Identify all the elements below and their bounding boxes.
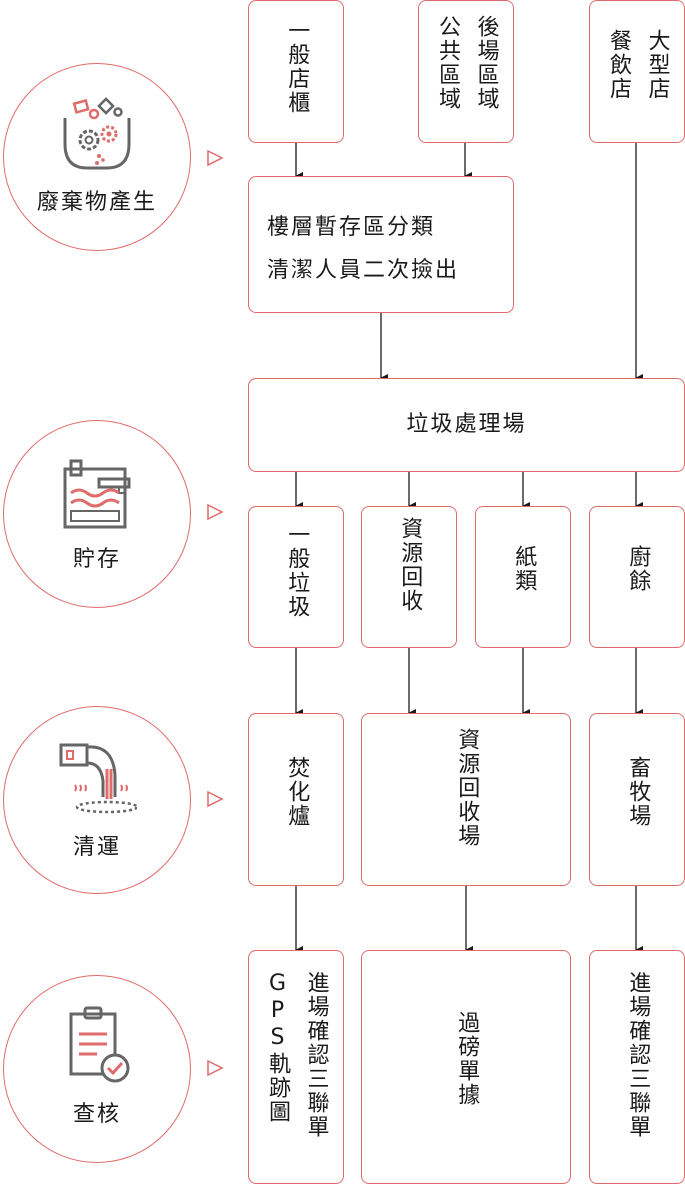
box-text: 公共區域 [435,15,460,111]
stage-verification: 查核 [3,975,191,1163]
box-text: 紙類 [511,545,537,593]
source-general-shops: 一般店櫃 [248,0,344,143]
box-text: 資源回收 [397,517,423,613]
box-text: 一般店櫃 [284,19,310,115]
waste-facility-box: 垃圾處理場 [248,378,685,472]
box-text: 餐飲店 [606,29,631,101]
destination-incinerator: 焚化爐 [248,713,344,886]
waste-generation-icon [63,97,131,170]
stage-arrow-icon [207,149,224,167]
category-paper: 紙類 [475,506,571,648]
box-text: GPS軌跡圖 [265,971,290,1124]
box-text: 畜牧場 [625,756,651,828]
storage-tank-icon [63,459,131,529]
stage-storage: 貯存 [3,420,191,608]
box-text: 樓層暫存區分類 [267,215,436,240]
source-restaurants: 餐飲店 大型店 [589,0,685,143]
floor-sorting-box: 樓層暫存區分類 清潔人員二次撿出 [248,176,514,313]
box-text: 大型店 [644,29,670,101]
stage-waste-generation: 廢棄物產生 [3,63,191,251]
category-recycling: 資源回收 [361,506,457,648]
verification-recycling: 過磅單據 [361,950,571,1184]
stage-label: 查核 [72,1102,121,1127]
destination-recycling-plant: 資源回收場 [361,713,571,886]
category-general-waste: 一般垃圾 [248,506,344,648]
verification-incinerator: GPS軌跡圖 進場確認三聯單 [248,950,344,1184]
category-kitchen-waste: 廚餘 [589,506,685,648]
stage-arrow-icon [207,1059,224,1077]
box-text: 進場確認三聯單 [303,971,329,1139]
box-text: 焚化爐 [284,756,310,828]
clipboard-check-icon [69,1006,130,1083]
stage-arrow-icon [207,790,224,808]
box-text: 垃圾處理場 [406,411,527,437]
box-text: 過磅單據 [454,1011,480,1107]
pipe-outflow-icon [59,743,137,814]
stage-label: 貯存 [72,547,121,572]
source-backyard-public: 公共區域 後場區域 [418,0,514,143]
box-text: 進場確認三聯單 [625,971,651,1139]
stage-arrow-icon [207,503,224,521]
box-text: 廚餘 [625,545,651,593]
verification-livestock: 進場確認三聯單 [589,950,685,1184]
box-text: 一般垃圾 [284,523,310,619]
box-text: 清潔人員二次撿出 [267,257,460,283]
box-text: 資源回收場 [454,728,480,848]
destination-livestock-farm: 畜牧場 [589,713,685,886]
stage-label: 清運 [72,835,121,860]
stage-transport: 清運 [3,706,191,894]
stage-label: 廢棄物產生 [36,190,157,215]
box-text: 後場區域 [473,15,499,111]
